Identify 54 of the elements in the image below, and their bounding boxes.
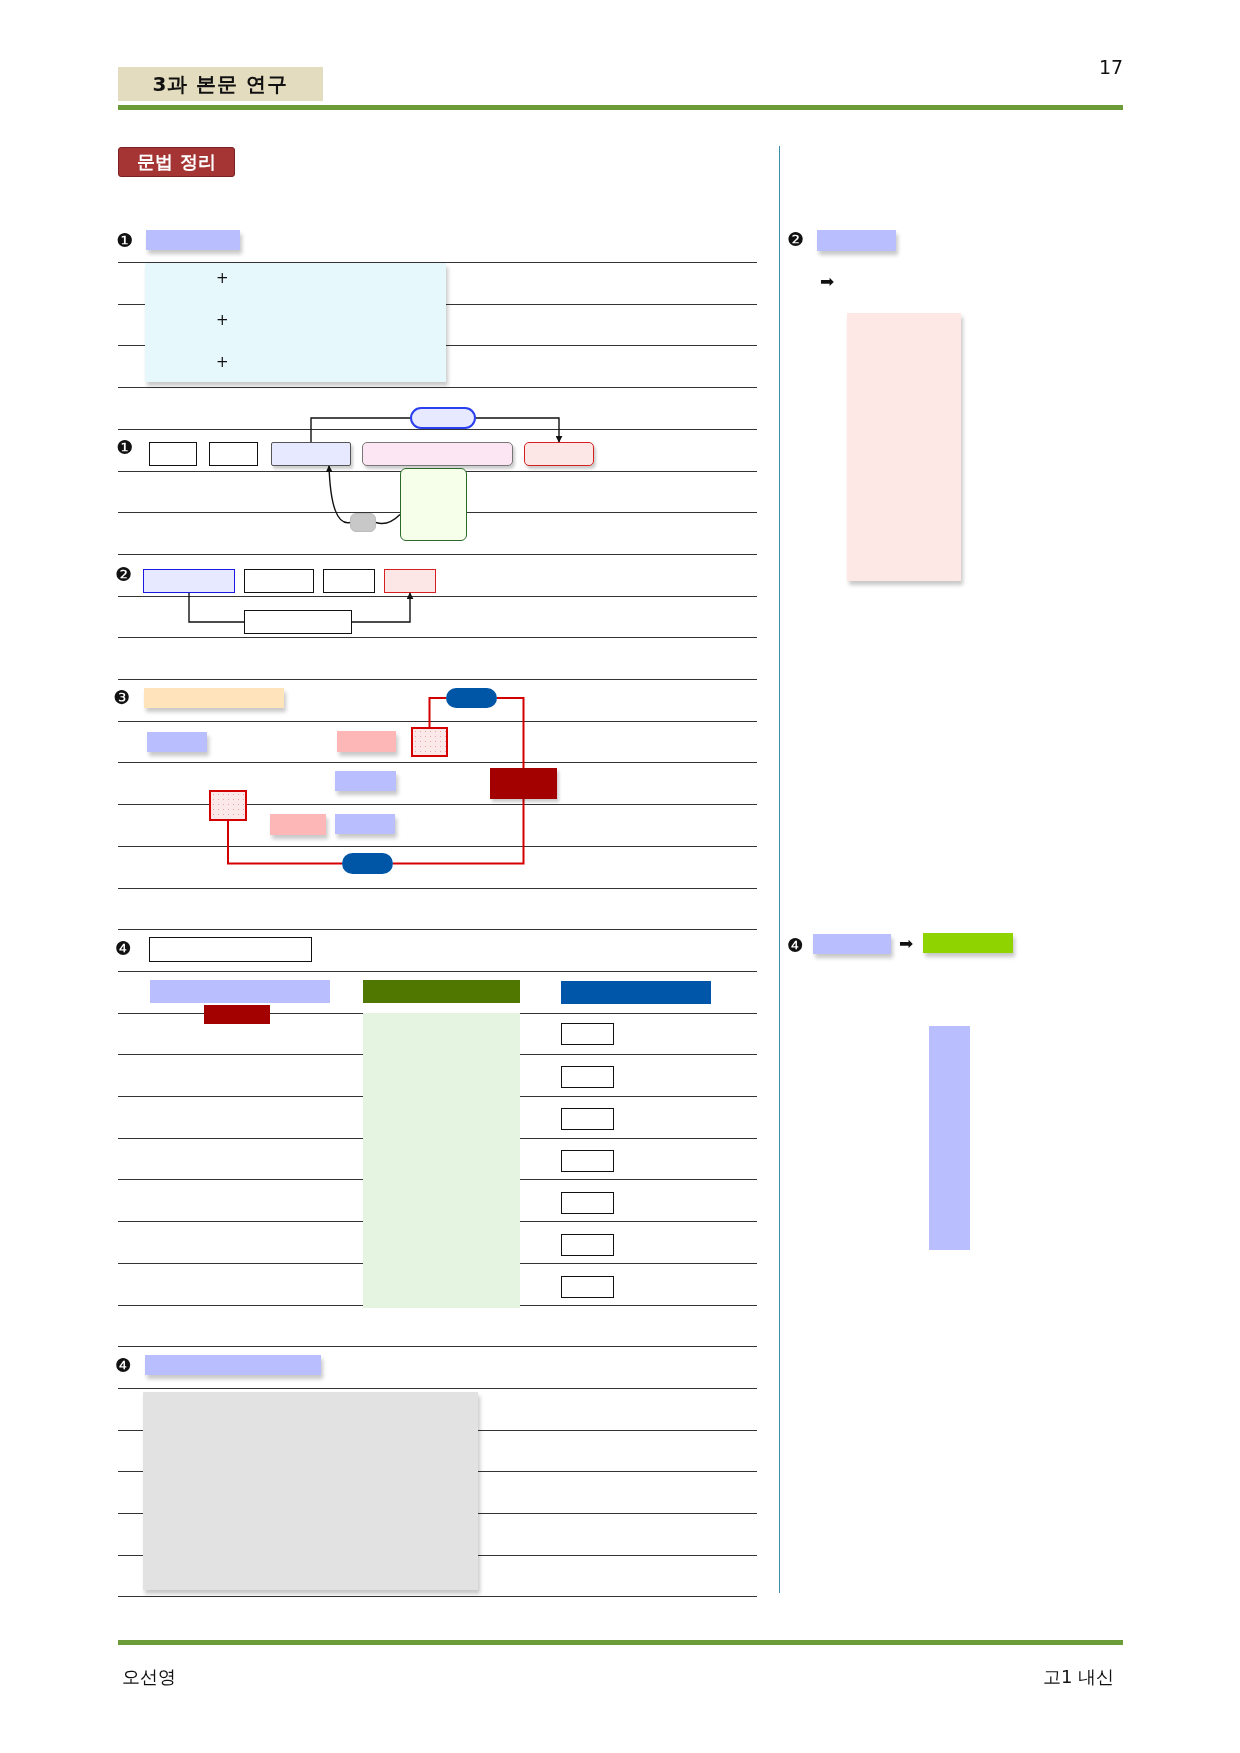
blank-box [244,610,352,634]
blank-box [350,513,376,532]
connector-line [227,820,343,865]
item-marker: ❶ [116,231,134,250]
section-badge: 문법 정리 [118,147,235,177]
blank-pill [446,688,497,708]
blank-box [143,569,235,593]
blank-box [384,569,436,593]
page-number: 17 [1099,58,1124,77]
arrow [351,592,414,623]
blank-box [400,468,467,541]
blank-box [209,790,247,821]
connector-line [428,697,447,728]
plus-sign: + [216,355,229,370]
blank-box [561,1150,614,1172]
item-marker: ❷ [787,230,805,249]
item-marker: ❹ [115,1356,133,1375]
blank-box [244,569,314,593]
connector-line [496,697,525,769]
blank-box [561,1066,614,1088]
blank-box [561,1276,614,1298]
connector-line [310,417,411,443]
item-marker: ❸ [113,688,131,707]
footer-author: 오선영 [122,1668,176,1686]
blank-box [149,937,312,962]
item-marker: ❶ [116,438,134,457]
blank-pill [410,407,476,429]
blank-box [490,768,557,799]
item-marker: ❹ [787,936,805,955]
arrow [325,465,351,524]
blank-box [271,442,351,466]
arrow-glyph: ➡ [899,935,914,952]
connector-line [375,513,401,525]
blank-box [561,1108,614,1130]
plus-sign: + [216,313,229,328]
plus-sign: + [216,271,229,286]
connector-line [188,592,245,623]
blank-box [411,727,448,757]
blank-box [149,442,197,466]
blank-box [209,442,258,466]
item-marker: ❷ [115,565,133,584]
blank-box [561,1023,614,1045]
item-marker: ❹ [115,939,133,958]
arrow [475,417,563,443]
blank-pill [342,853,393,874]
section-header: 3과 본문 연구 [118,67,323,101]
blank-box [561,1234,614,1256]
arrow-glyph: ➡ [820,273,835,290]
blank-box [524,442,594,466]
blank-box [561,1192,614,1214]
blank-box [323,569,375,593]
blank-box [362,442,513,466]
connector-line [392,798,525,865]
footer-course: 고1 내신 [1043,1668,1115,1686]
